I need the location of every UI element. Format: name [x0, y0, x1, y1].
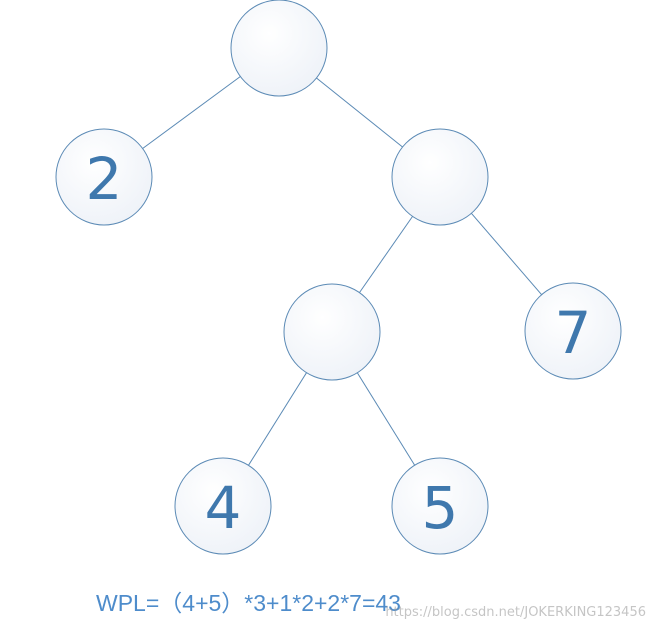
tree-node-leaf-2: 2 [55, 128, 153, 226]
node-circle-inner-left-lower [283, 283, 381, 381]
node-weight-label: 7 [555, 299, 592, 367]
tree-edges [142, 76, 543, 466]
node-circle-leaf-7 [524, 282, 622, 380]
wpl-formula: WPL=（4+5）*3+1*2+2*7=43 [96, 590, 401, 616]
edge-inner-right-to-inner-left-lower [359, 216, 413, 293]
node-circle-root [230, 0, 328, 97]
node-circle-leaf-2 [55, 128, 153, 226]
edge-inner-left-lower-to-leaf-4 [248, 372, 307, 466]
tree-node-inner-left-lower [283, 283, 381, 381]
node-weight-label: 2 [86, 145, 123, 213]
node-circle-leaf-5 [391, 457, 489, 555]
tree-node-inner-right [391, 128, 489, 226]
node-circle-inner-right [391, 128, 489, 226]
tree-node-leaf-5: 5 [391, 457, 489, 555]
edge-inner-left-lower-to-leaf-5 [356, 372, 416, 466]
tree-node-leaf-4: 4 [174, 457, 272, 555]
tree-node-leaf-7: 7 [524, 282, 622, 380]
edge-inner-right-to-leaf-7 [470, 213, 543, 295]
node-weight-label: 4 [205, 474, 242, 542]
watermark-text: https://blog.csdn.net/JOKERKING123456 [385, 605, 646, 620]
tree-node-root [230, 0, 328, 97]
tree-nodes: 2 7 4 5 [55, 0, 622, 555]
node-circle-leaf-4 [174, 457, 272, 555]
node-weight-label: 5 [422, 474, 459, 542]
edge-root-to-inner-right [316, 77, 403, 148]
edge-root-to-leaf-2 [142, 76, 241, 149]
